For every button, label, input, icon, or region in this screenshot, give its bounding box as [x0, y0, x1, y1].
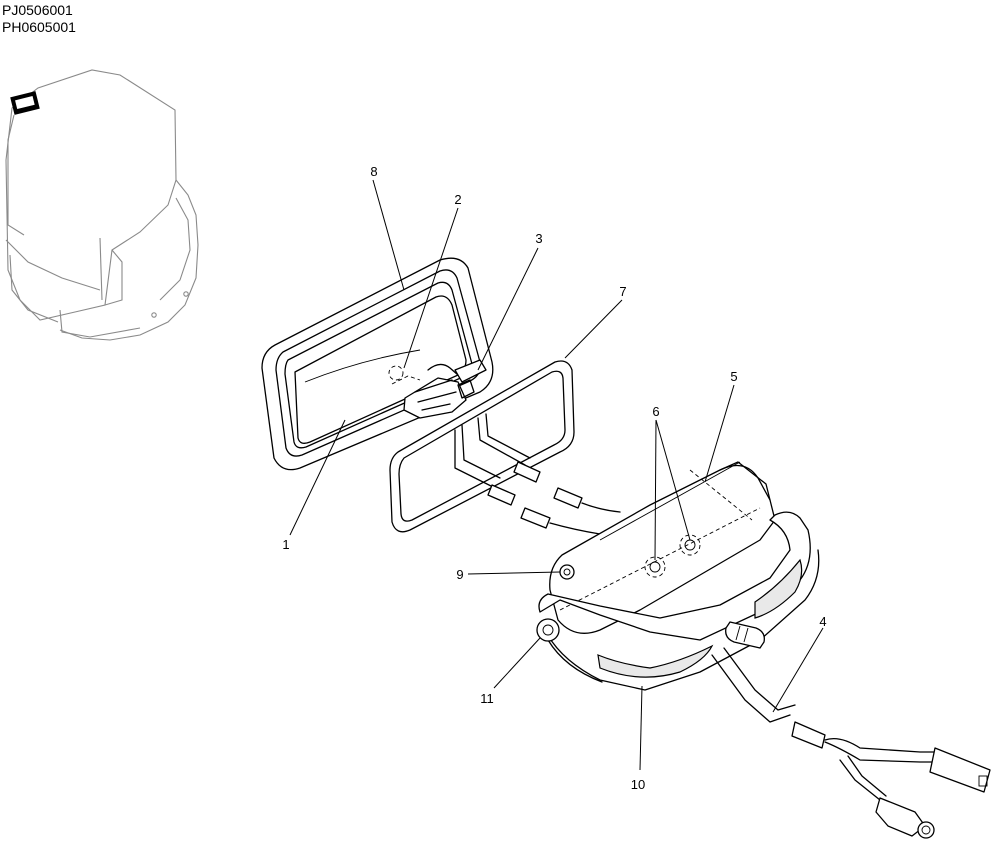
- lamp-wires: [454, 413, 531, 489]
- wiring-harness: [711, 647, 991, 839]
- reference-codes: PJ0506001 PH0605001: [2, 2, 76, 36]
- wire-connectors: [487, 461, 621, 535]
- leader-9: [467, 571, 561, 575]
- callout-8: 8: [370, 164, 377, 179]
- callout-5: 5: [730, 369, 737, 384]
- pivot-bolt: [536, 618, 560, 642]
- cab-locator-view: [5, 69, 199, 341]
- callout-2: 2: [454, 192, 461, 207]
- leader-8: [372, 179, 405, 291]
- leader-1: [289, 419, 346, 536]
- leader-10: [639, 685, 643, 771]
- leader-6b: [655, 419, 691, 541]
- callout-4: 4: [819, 614, 826, 629]
- leader-4: [772, 627, 824, 713]
- bulb-assembly: [388, 359, 487, 419]
- mounting-bracket: [538, 511, 820, 691]
- callout-11: 11: [480, 691, 494, 706]
- leader-7: [564, 299, 623, 359]
- leader-2: [403, 207, 459, 369]
- leader-6a: [654, 419, 657, 561]
- lamp-gasket: [389, 360, 575, 533]
- leader-5: [704, 384, 735, 483]
- reference-code: PJ0506001: [2, 2, 73, 18]
- callout-7: 7: [619, 284, 626, 299]
- callout-10: 10: [631, 777, 645, 792]
- callout-3: 3: [535, 231, 542, 246]
- callout-6: 6: [652, 404, 659, 419]
- leader-3: [477, 247, 539, 371]
- reference-code: PH0605001: [2, 19, 76, 35]
- adjuster-knob: [559, 564, 575, 580]
- callout-labels: 8 2 3 7 5 6 1 9 11 10 4: [282, 164, 826, 792]
- callout-1: 1: [282, 537, 289, 552]
- leader-lines: [289, 179, 824, 771]
- leader-11: [493, 637, 541, 689]
- side-knob: [725, 621, 765, 649]
- lamp-housing: [549, 461, 776, 634]
- callout-9: 9: [456, 567, 463, 582]
